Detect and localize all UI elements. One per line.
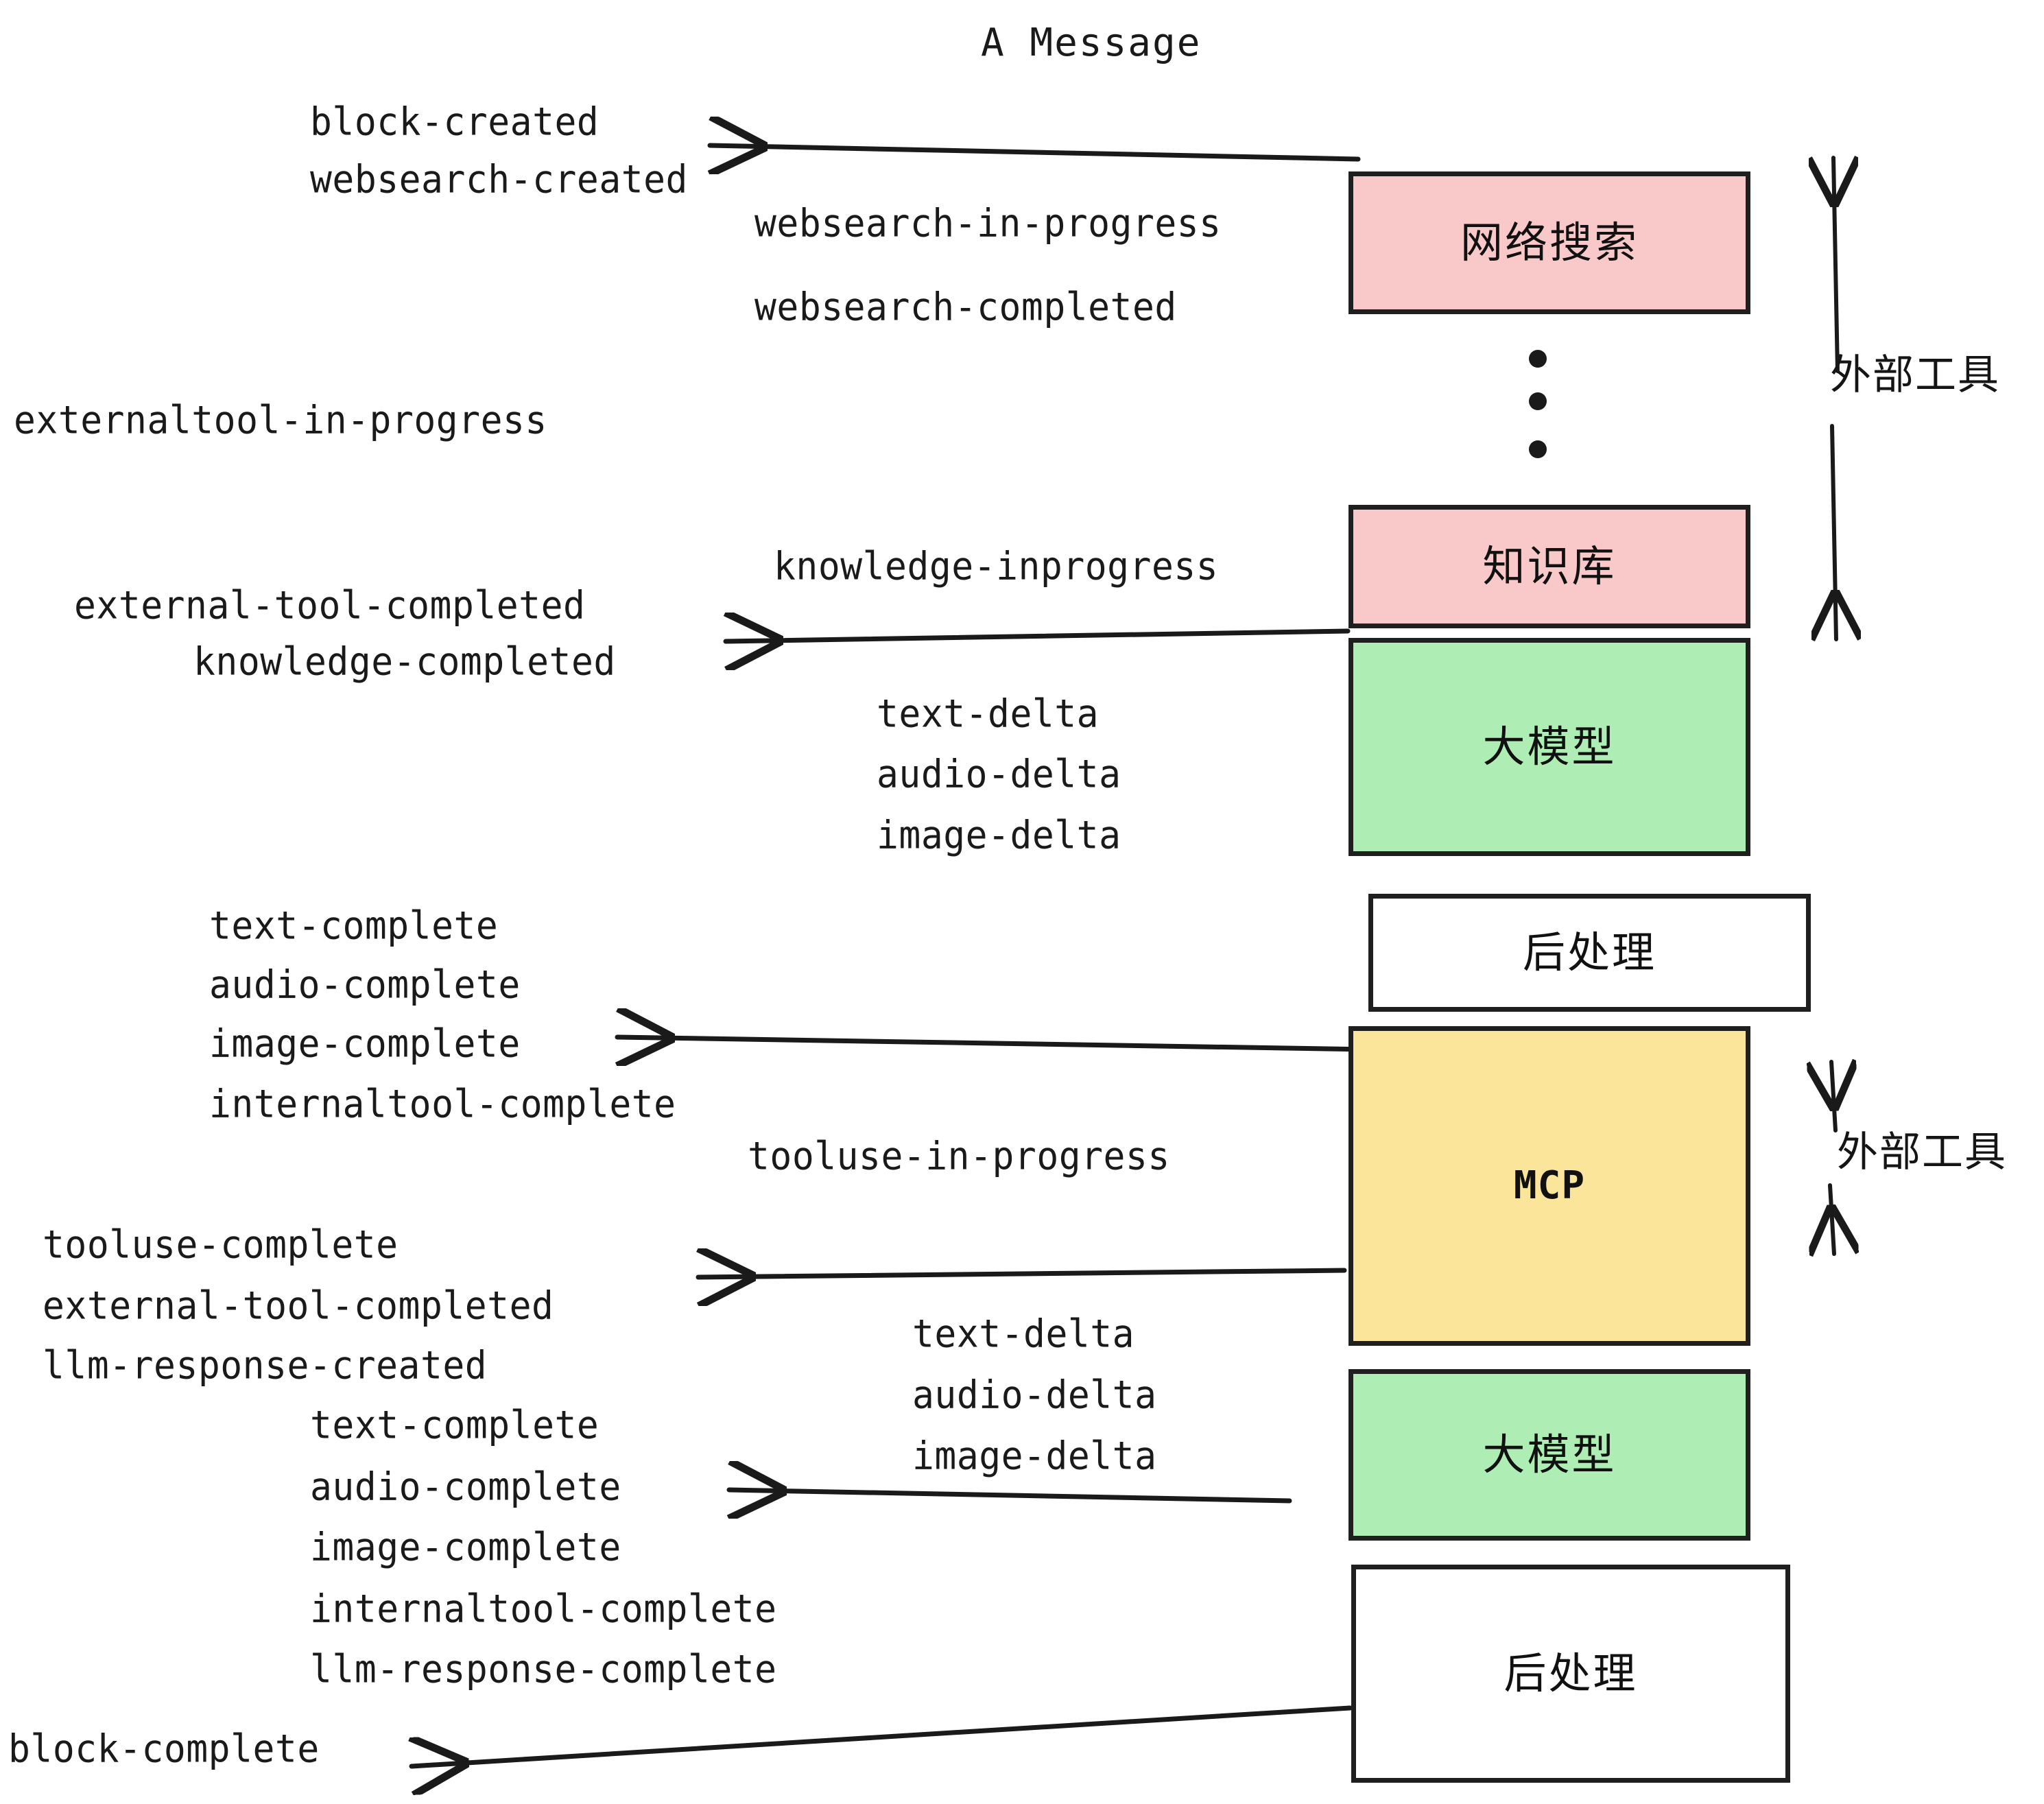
event-block-complete: block-complete [8, 1726, 320, 1772]
event-websearch-created: websearch-created [310, 157, 688, 202]
arrow-mcp-to-tooluse [696, 1270, 1347, 1277]
event-audio-delta-2: audio-delta [912, 1373, 1157, 1418]
box-label: MCP [1513, 1163, 1586, 1208]
box-websearch: 网络搜索 [1348, 171, 1750, 314]
event-externaltool-in-progress: externaltool-in-progress [14, 398, 547, 443]
event-text-delta-1: text-delta [877, 691, 1100, 737]
bracket-label-external-tools-top: 外部工具 [1830, 351, 2000, 399]
box-llm-2: 大模型 [1348, 1369, 1750, 1541]
bracket-label-external-tools-bottom: 外部工具 [1837, 1128, 2007, 1176]
box-label: 后处理 [1522, 927, 1656, 977]
arrow-postproc2-to-block [412, 1705, 1353, 1766]
event-text-complete-2: text-complete [310, 1403, 599, 1448]
box-label: 网络搜索 [1460, 217, 1639, 268]
arrow-llm2-to-audio [726, 1490, 1292, 1501]
arrow-knowledge-to-completed [723, 631, 1351, 641]
diagram-title: A Message [981, 21, 1202, 65]
ellipsis-dot-3 [1529, 440, 1547, 458]
box-knowledge: 知识库 [1348, 505, 1750, 628]
external-tools-top-down-arrow [1832, 424, 1836, 639]
ellipsis-dot-1 [1529, 350, 1547, 368]
arrow-websearch-to-block [707, 145, 1361, 159]
external-tools-bottom-up-arrow [1831, 1062, 1835, 1132]
box-llm-1: 大模型 [1348, 638, 1750, 856]
event-internaltool-complete-1: internaltool-complete [209, 1082, 676, 1127]
event-text-complete-1: text-complete [209, 903, 499, 949]
event-internaltool-complete-2: internaltool-complete [310, 1587, 777, 1632]
box-postproc-2: 后处理 [1351, 1565, 1790, 1783]
event-tooluse-complete: tooluse-complete [43, 1222, 399, 1268]
event-llm-response-created: llm-response-created [43, 1343, 488, 1388]
event-llm-response-complete: llm-response-complete [310, 1647, 777, 1692]
box-label: 大模型 [1482, 1429, 1617, 1480]
event-websearch-in-progress: websearch-in-progress [754, 201, 1222, 246]
event-image-delta-1: image-delta [877, 813, 1121, 858]
box-mcp: MCP [1348, 1026, 1750, 1346]
event-audio-delta-1: audio-delta [877, 752, 1121, 797]
event-text-delta-2: text-delta [912, 1312, 1135, 1357]
event-audio-complete-1: audio-complete [209, 962, 521, 1008]
box-label: 后处理 [1504, 1648, 1638, 1698]
event-audio-complete-2: audio-complete [310, 1464, 621, 1510]
event-image-complete-2: image-complete [310, 1525, 621, 1570]
ellipsis-dot-2 [1529, 392, 1547, 410]
external-tools-top-up-arrow [1833, 158, 1838, 373]
event-tooluse-in-progress: tooluse-in-progress [748, 1134, 1170, 1179]
event-knowledge-completed: knowledge-completed [193, 639, 616, 685]
event-image-complete-1: image-complete [209, 1021, 521, 1067]
event-block-created: block-created [310, 99, 599, 145]
arrow-postproc1-to-image [615, 1037, 1371, 1049]
event-external-tool-completed-1: external-tool-completed [74, 583, 586, 628]
event-websearch-completed: websearch-completed [754, 285, 1177, 330]
event-image-delta-2: image-delta [912, 1434, 1157, 1479]
box-label: 知识库 [1482, 541, 1617, 591]
box-label: 大模型 [1482, 722, 1617, 772]
event-knowledge-inprogress: knowledge-inprogress [774, 544, 1219, 589]
external-tools-bottom-down-arrow [1830, 1183, 1834, 1254]
box-postproc-1: 后处理 [1368, 894, 1811, 1012]
event-external-tool-completed-2: external-tool-completed [43, 1283, 554, 1329]
